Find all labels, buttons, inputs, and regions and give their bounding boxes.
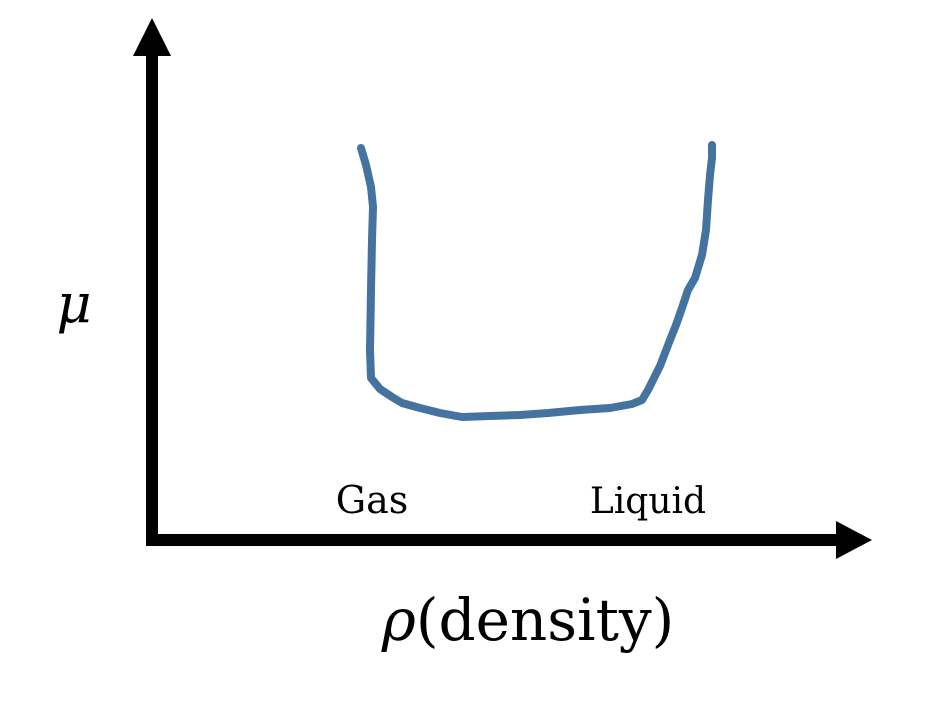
- x-axis-arrowhead: [836, 521, 872, 559]
- y-axis-arrowhead: [133, 18, 171, 56]
- chemical-potential-curve: [357, 141, 716, 421]
- gas-region-label: Gas: [336, 478, 409, 522]
- liquid-region-label: Liquid: [590, 481, 706, 522]
- x-axis-symbol: ρ: [381, 586, 416, 654]
- x-axis-label-text: (density): [416, 586, 674, 654]
- y-axis-symbol: μ: [56, 272, 91, 335]
- x-axis-label: ρ(density): [381, 586, 675, 654]
